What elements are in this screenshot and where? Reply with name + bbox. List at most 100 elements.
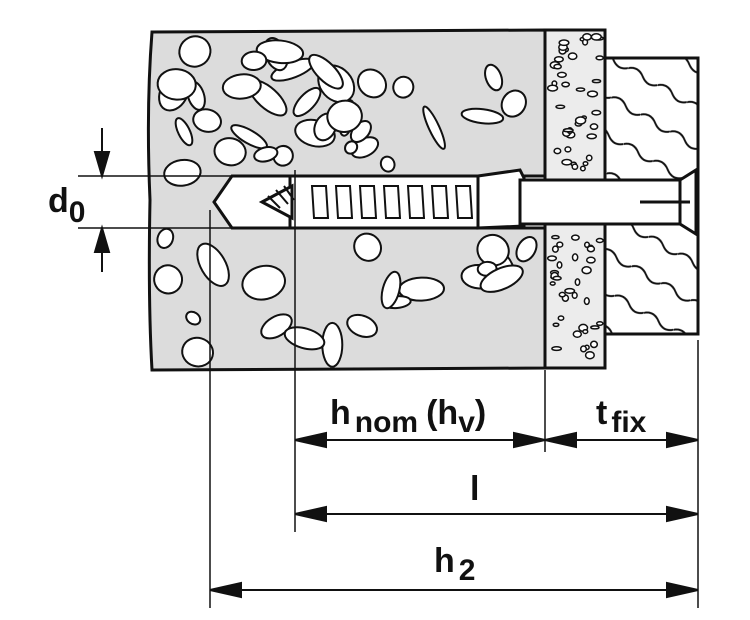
plaster-grain (572, 330, 583, 338)
plaster-grain (551, 245, 559, 253)
screw-thread (267, 185, 295, 209)
plaster-grain (589, 340, 599, 349)
plaster-grain (586, 90, 599, 98)
aggregate-stone (213, 137, 247, 167)
aggregate-stone (240, 50, 268, 72)
plaster-grain (549, 281, 556, 286)
plaster-grain (582, 328, 589, 335)
plaster-grain (575, 87, 586, 92)
plaster-texture (546, 33, 605, 360)
plaster-grain (571, 291, 578, 300)
plaster-grain (553, 147, 562, 155)
aggregate-stone (153, 264, 184, 295)
h2-dimension (209, 581, 699, 599)
plaster-grain (583, 297, 590, 306)
l-dimension (294, 505, 699, 523)
aggregate-stone (181, 336, 215, 368)
plaster-grain (579, 345, 588, 353)
anchor-rib (358, 185, 378, 219)
plaster-grain (585, 154, 593, 162)
anchor-rib (310, 185, 330, 219)
tfix-dimension (544, 431, 699, 449)
aggregate-stone (196, 242, 230, 287)
plaster-grain (595, 320, 604, 327)
plaster-grain (558, 39, 570, 47)
plaster-grain (546, 255, 558, 262)
anchor-rib (454, 185, 474, 219)
aggregate-stone (253, 146, 279, 163)
aggregate-stone (292, 86, 322, 118)
aggregate-stone (174, 117, 194, 147)
plaster-grain (589, 123, 599, 131)
aggregate-stone (422, 105, 446, 150)
plaster-grain (562, 128, 574, 133)
aggregate-stone (192, 108, 222, 133)
plaster-grain (567, 52, 578, 61)
aggregate-stone (484, 63, 504, 92)
plaster-grain (586, 133, 598, 140)
plaster-grain (582, 160, 589, 167)
label-d0: d0 (48, 182, 85, 229)
plaster-grain (556, 71, 567, 78)
aggregate-stone (460, 107, 505, 125)
plaster-grain (551, 234, 560, 240)
anchor-rib (406, 185, 426, 219)
plaster-grain (579, 165, 586, 172)
plaster-grain (570, 234, 580, 241)
plaster-grain (595, 55, 605, 61)
aggregate-stone (156, 68, 197, 101)
plaster-grain (551, 346, 563, 352)
plaster-grain (564, 287, 576, 294)
plaster-grain (574, 116, 587, 125)
aggregate-stone (308, 53, 344, 90)
label-l: l (470, 470, 479, 508)
aggregate-stone (321, 321, 344, 368)
aggregate-stone (500, 89, 527, 118)
plaster-grain (590, 33, 602, 41)
plaster-grain (582, 33, 592, 41)
plaster-grain (571, 253, 579, 262)
aggregate-stone (356, 68, 388, 99)
plaster-grain (585, 256, 596, 264)
anchor-rib (334, 185, 354, 219)
plaster-grain (591, 78, 602, 84)
plaster-grain (546, 84, 559, 92)
extension-lines (78, 170, 699, 608)
plaster-grain (557, 315, 565, 321)
aggregate-stone (479, 264, 524, 293)
plaster-grain (574, 278, 581, 287)
aggregate-stone (353, 232, 383, 262)
aggregate-stone (346, 313, 378, 338)
aggregate-stone (326, 99, 363, 133)
plaster-grain (558, 291, 567, 298)
aggregate-stone (255, 39, 305, 65)
aggregate-stone (221, 73, 262, 100)
aggregate-stone (380, 270, 402, 310)
plaster-grain (553, 55, 564, 63)
plaster-grain (590, 325, 600, 330)
anchor-ribs (310, 185, 474, 219)
aggregate-stone (241, 264, 286, 301)
aggregate-stone (379, 155, 396, 173)
plaster-grain (586, 245, 596, 253)
hnom-dimension (294, 431, 546, 449)
aggregate-stone (178, 35, 212, 68)
aggregate-stone (156, 227, 175, 249)
plaster-grain (561, 81, 571, 88)
screw-tip (258, 183, 294, 221)
plaster-grain (584, 350, 595, 360)
plaster-grain (556, 261, 563, 269)
plaster-grain (561, 158, 573, 166)
concrete-aggregate (153, 35, 538, 368)
anchor-collar (476, 168, 526, 230)
aggregate-stone (185, 310, 202, 326)
anchor-rib (382, 185, 402, 219)
plaster-grain (552, 275, 562, 281)
plaster-grain (591, 109, 602, 116)
plaster-grain (581, 266, 592, 275)
plaster-grain (553, 63, 562, 70)
aggregate-stone (515, 236, 538, 263)
